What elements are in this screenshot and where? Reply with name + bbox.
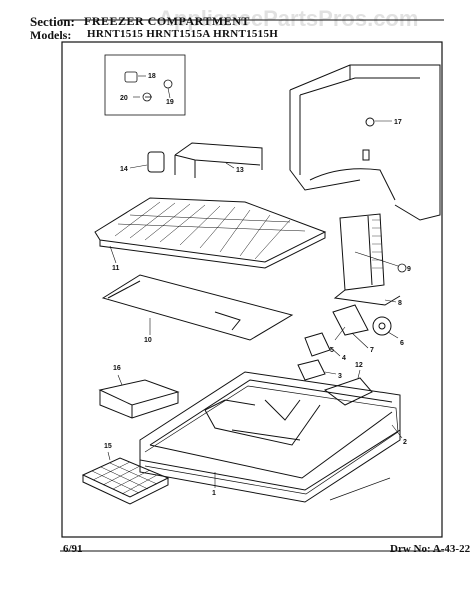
callout-5: 5 [330,326,346,354]
svg-text:9: 9 [407,266,411,273]
callout-7: 7 [351,332,374,354]
drawing-frame [61,41,443,538]
callout-20: 20 [120,95,140,102]
callout-14: 14 [120,164,148,173]
drawing-number-block: Drw No: A-43-22 [390,543,470,555]
svg-text:16: 16 [113,365,121,372]
evaporator-vents [372,219,383,269]
callout-17: 17 [375,119,402,126]
svg-text:13: 13 [236,167,244,174]
evaporator-cover [333,213,401,306]
shelf-support [174,142,263,178]
callout-19: 19 [166,87,174,106]
ice-cube-grid [91,461,160,495]
models-label: Models: [30,28,72,42]
callout-16: 16 [113,365,123,386]
svg-text:10: 10 [144,337,152,344]
callout-1: 1 [212,472,216,497]
cover-screw [397,263,407,273]
svg-text:5: 5 [330,347,334,354]
wire-shelf [94,197,327,269]
watermark: AppliancePartsPros.com [158,6,419,31]
callout-2: 2 [391,424,407,446]
svg-text:3: 3 [338,373,342,380]
section-label: Section: [30,14,75,29]
section-value: FREEZER COMPARTMENT [84,14,250,28]
callout-13: 13 [225,162,244,174]
callout-4: 4 [329,346,346,362]
models-value: HRNT1515 HRNT1515A HRNT1515H [87,28,279,40]
bin-clip [147,151,165,173]
callout-11: 11 [109,245,120,272]
svg-text:12: 12 [355,362,363,369]
ice-bin [98,379,180,419]
svg-text:2: 2 [403,439,407,446]
svg-text:17: 17 [394,119,402,126]
drawing-date: 6/91 [63,543,83,555]
callout-12: 12 [355,362,363,379]
inset-box [104,54,186,116]
svg-text:11: 11 [112,265,120,272]
callout-18: 18 [138,73,156,80]
callout-3: 3 [324,371,342,380]
svg-text:6: 6 [400,340,404,347]
svg-text:19: 19 [166,99,174,106]
svg-text:1: 1 [212,490,216,497]
freezer-cabinet [289,64,441,221]
svg-text:4: 4 [342,355,346,362]
svg-text:8: 8 [398,300,402,307]
ice-cube-tray [81,457,170,505]
svg-text:18: 18 [148,73,156,80]
liner-rim [144,385,399,501]
callout-15: 15 [104,443,112,461]
drawing-number: A-43-22 [432,543,470,555]
fan-motor [297,332,331,381]
shelf-grid [114,201,306,260]
callout-10: 10 [144,318,152,344]
callout-6: 6 [387,331,404,347]
drawing-number-label: Drw No: [390,543,431,555]
svg-text:14: 14 [120,166,128,173]
fan-assembly [332,304,392,336]
air-duct [323,377,373,406]
svg-text:15: 15 [104,443,112,450]
svg-text:20: 20 [120,95,128,102]
cover-plate [101,274,294,341]
freezer-liner [139,371,401,503]
svg-text:7: 7 [370,347,374,354]
callout-8: 8 [384,299,402,307]
callout-9: 9 [354,251,411,273]
